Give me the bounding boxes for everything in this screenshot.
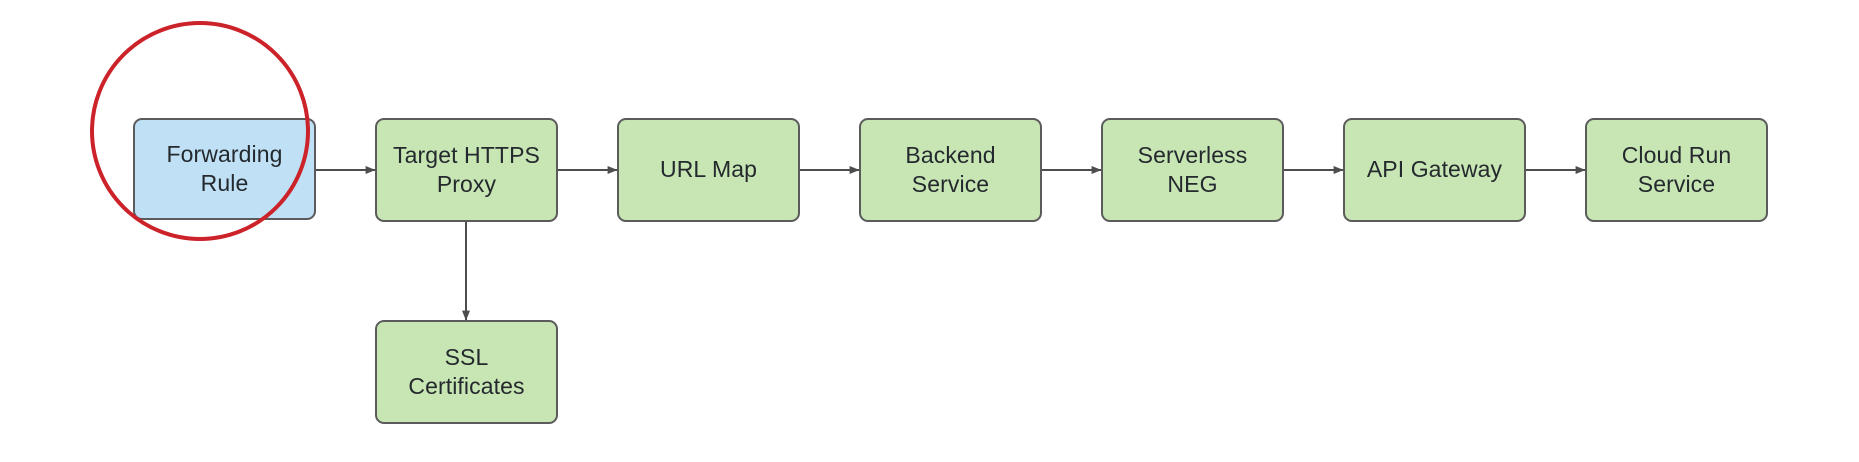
node-label: Target HTTPS Proxy	[393, 141, 540, 197]
node-ssl-certificates[interactable]: SSL Certificates	[375, 320, 558, 424]
node-label: SSL Certificates	[408, 343, 525, 399]
node-api-gateway[interactable]: API Gateway	[1343, 118, 1526, 222]
node-label: Serverless NEG	[1137, 141, 1248, 197]
highlight-circle-forwarding-rule	[90, 21, 310, 241]
node-cloud-run-service[interactable]: Cloud Run Service	[1585, 118, 1768, 222]
node-serverless-neg[interactable]: Serverless NEG	[1101, 118, 1284, 222]
node-label: API Gateway	[1366, 156, 1503, 183]
node-backend-service[interactable]: Backend Service	[859, 118, 1042, 222]
node-label: Cloud Run Service	[1621, 141, 1732, 197]
node-label: URL Map	[660, 156, 757, 183]
node-target-https-proxy[interactable]: Target HTTPS Proxy	[375, 118, 558, 222]
node-label: Backend Service	[905, 141, 996, 197]
node-url-map[interactable]: URL Map	[617, 118, 800, 222]
